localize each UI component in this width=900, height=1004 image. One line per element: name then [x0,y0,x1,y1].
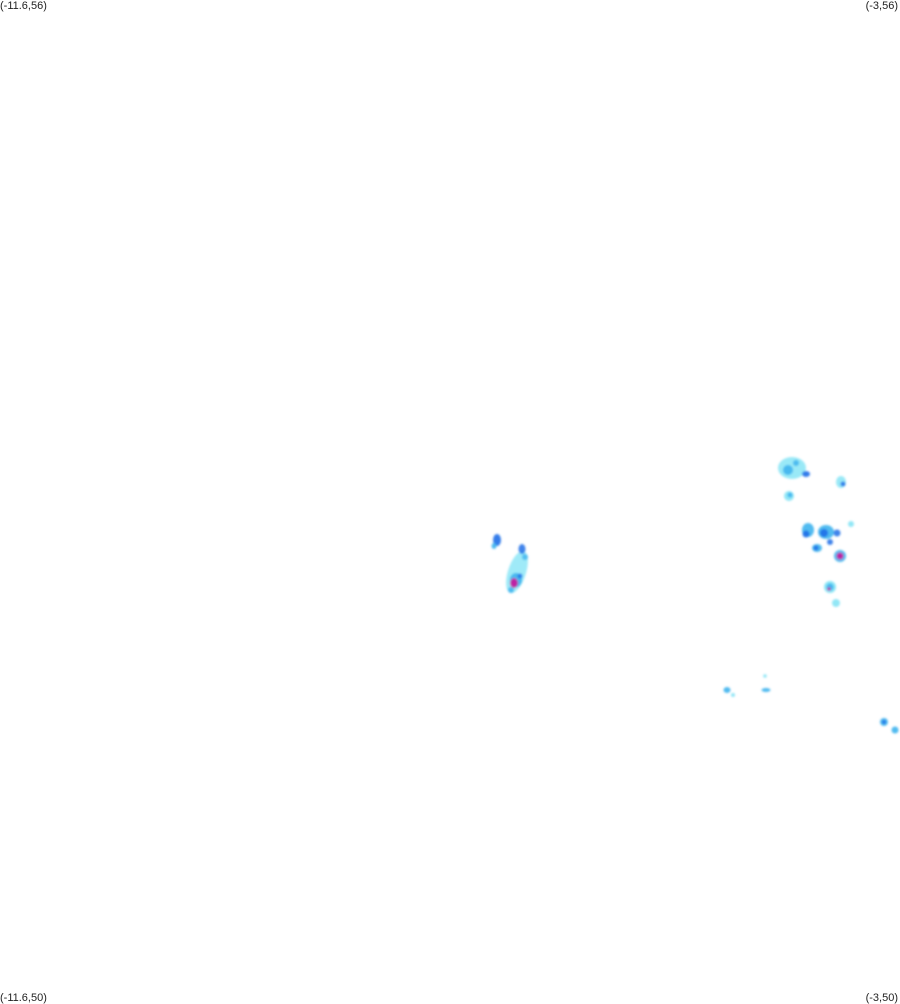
cluster-northeast [778,457,846,501]
corner-label-top-left: (-11.6,56) [0,0,47,12]
corner-label-top-right: (-3,56) [865,0,898,12]
cluster-central [491,534,528,594]
cluster-southeast [723,674,899,734]
cluster-east [802,521,854,607]
